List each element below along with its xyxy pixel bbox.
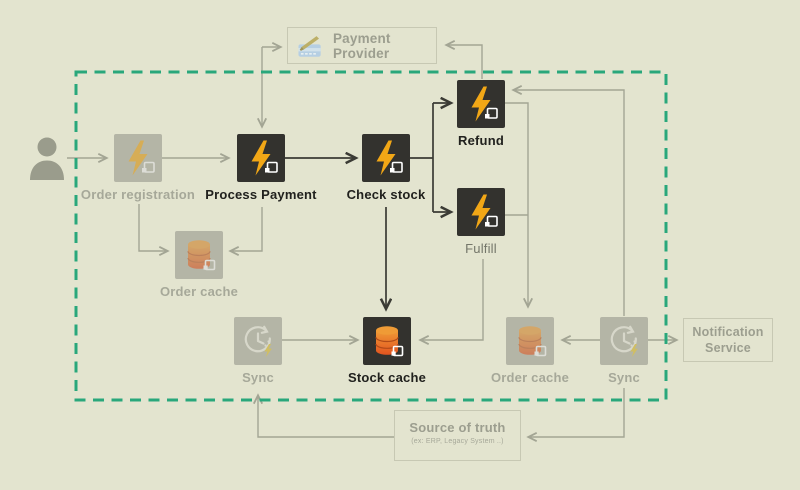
order-cache-left-icon-box: [175, 231, 223, 279]
order-cache-right-icon-box: [506, 317, 554, 365]
system-boundary: [74, 70, 668, 402]
node-stock-cache: Stock cache: [348, 317, 426, 385]
lightning-icon: [376, 140, 403, 176]
lightning-icon: [251, 140, 278, 176]
process-payment-label: Process Payment: [205, 187, 317, 202]
stock-cache-icon-box: [363, 317, 411, 365]
database-icon: [187, 240, 216, 271]
fulfill-label: Fulfill: [465, 241, 497, 256]
sync-clock-icon: [244, 325, 272, 357]
node-sync-left: Sync: [234, 317, 282, 385]
sync-left-label: Sync: [242, 370, 274, 385]
check-stock-label: Check stock: [346, 187, 426, 202]
node-sync-right: Sync: [600, 317, 648, 385]
database-icon: [375, 326, 404, 357]
process-payment-icon-box: [237, 134, 285, 182]
fulfill-icon-box: [457, 188, 505, 236]
node-order-cache-left: Order cache: [160, 231, 238, 299]
sync-right-label: Sync: [608, 370, 640, 385]
refund-label: Refund: [458, 133, 504, 148]
refund-icon-box: [457, 80, 505, 128]
order-cache-left-label: Order cache: [159, 284, 239, 299]
sync-left-icon-box: [234, 317, 282, 365]
order-registration-icon-box: [114, 134, 162, 182]
user-icon: [30, 137, 64, 180]
order-registration-label: Order registration: [80, 187, 196, 202]
node-order-registration: Order registration: [81, 134, 195, 202]
lightning-icon: [128, 140, 155, 176]
node-order-cache-right: Order cache: [491, 317, 569, 385]
database-icon: [518, 326, 547, 357]
stock-cache-label: Stock cache: [347, 370, 427, 385]
notification-service-box: Notification Service: [683, 318, 773, 362]
check-stock-icon-box: [362, 134, 410, 182]
lightning-icon: [471, 86, 498, 122]
notification-service-label-line2: Service: [705, 341, 751, 355]
lightning-icon: [471, 194, 498, 230]
payment-provider-box: Payment Provider: [287, 27, 437, 64]
node-fulfill: Fulfill: [457, 188, 505, 256]
source-of-truth-box: Source of truth (ex: ERP, Legacy System …: [394, 410, 521, 461]
source-of-truth-subtitle: (ex: ERP, Legacy System ..): [411, 438, 504, 445]
credit-card-icon: [298, 35, 321, 57]
node-check-stock: Check stock: [347, 134, 425, 202]
order-cache-right-label: Order cache: [490, 370, 570, 385]
node-refund: Refund: [457, 80, 505, 148]
sync-clock-icon: [610, 325, 638, 357]
sync-right-icon-box: [600, 317, 648, 365]
payment-provider-label: Payment Provider: [332, 30, 391, 61]
notification-service-label-line1: Notification: [692, 324, 764, 339]
node-process-payment: Process Payment: [205, 134, 317, 202]
source-of-truth-title: Source of truth: [409, 420, 506, 435]
